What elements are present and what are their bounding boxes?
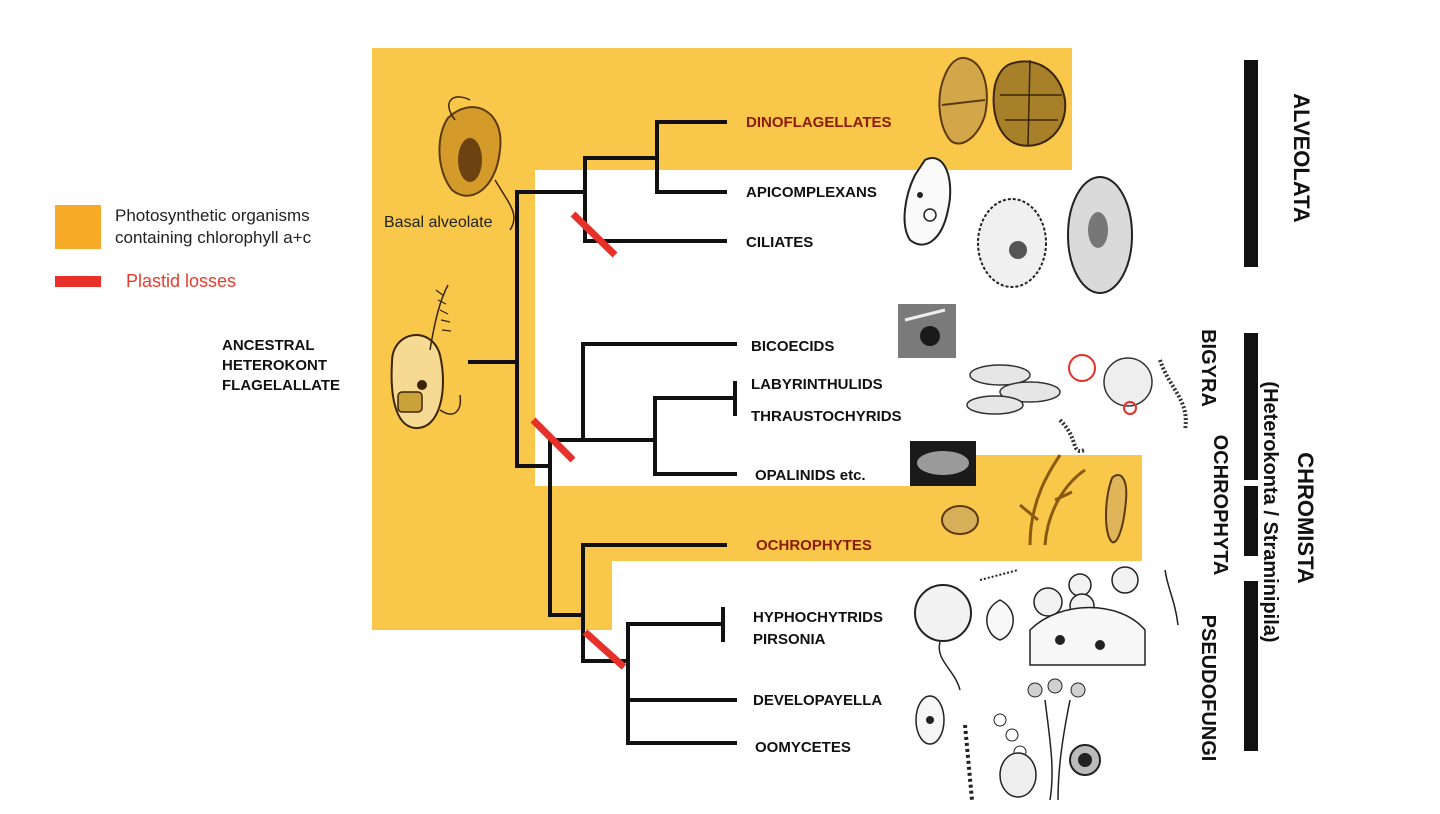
ancestor-label: ANCESTRAL HETEROKONT FLAGELALLATE — [222, 337, 340, 394]
group-chromista: CHROMISTA — [1293, 452, 1318, 584]
bicoecid-photo — [898, 304, 956, 358]
taxon-dinoflagellates: DINOFLAGELLATES — [746, 114, 892, 131]
bigyra-bracket — [1244, 333, 1258, 480]
pirsonia-illustration — [1029, 566, 1179, 666]
taxon-labyrinthulids: LABYRINTHULIDS — [751, 376, 883, 393]
taxon-bicoecids: BICOECIDS — [751, 338, 834, 355]
legend: Photosynthetic organisms containing chlo… — [55, 205, 312, 291]
developayella-illustration — [915, 695, 974, 801]
legend-photosynthetic-line1: Photosynthetic organisms — [115, 206, 310, 225]
taxon-thraustochyrids: THRAUSTOCHYRIDS — [751, 408, 902, 425]
hyphochytrid-illustration — [914, 569, 1019, 691]
basal-alveolate-label: Basal alveolate — [384, 214, 493, 231]
taxon-ochrophytes: OCHROPHYTES — [756, 537, 872, 554]
apicomplexan-illustration — [903, 157, 952, 246]
plastid-loss-markers — [530, 211, 627, 670]
taxon-apicomplexans: APICOMPLEXANS — [746, 184, 877, 201]
taxon-hyphochytrids: HYPHOCHYTRIDS — [753, 609, 883, 626]
group-bigyra: BIGYRA — [1197, 329, 1219, 407]
ancestor-line2: HETEROKONT — [222, 357, 327, 374]
alveolata-bracket — [1244, 60, 1258, 267]
taxon-ciliates: CILIATES — [746, 234, 813, 251]
plastid-loss-marker-ciliates — [570, 211, 618, 258]
group-brackets — [1244, 60, 1258, 751]
taxon-opalinids: OPALINIDS etc. — [755, 467, 866, 484]
plastid-loss-marker-pseudofungi — [582, 629, 627, 670]
oomycete-illustration — [993, 678, 1101, 801]
legend-photosynthetic-line2: containing chlorophyll a+c — [115, 228, 312, 247]
heterokont-flagellate-illustration — [390, 284, 462, 430]
ancestor-line1: ANCESTRAL — [222, 337, 315, 354]
ochrophyta-bracket — [1244, 486, 1258, 556]
group-pseudofungi: PSEUDOFUNGI — [1197, 615, 1219, 762]
group-chromista-sub: (Heterokonta / Straminipila) — [1259, 381, 1281, 642]
labyrinthulid-illustration — [966, 354, 1188, 453]
ciliate-illustration — [977, 176, 1133, 294]
dinoflagellate-illustration — [938, 56, 1067, 147]
taxon-oomycetes: OOMYCETES — [755, 739, 851, 756]
group-alveolata: ALVEOLATA — [1289, 93, 1314, 223]
basal-alveolate-illustration — [438, 96, 515, 231]
plastid-loss-legend-swatch — [55, 276, 101, 287]
opalinid-photo — [910, 441, 976, 486]
group-ochrophyta: OCHROPHYTA — [1209, 435, 1231, 576]
pseudofungi-bracket — [1244, 581, 1258, 751]
plastid-loss-marker-bigyra — [530, 417, 576, 463]
taxon-pirsonia: PIRSONIA — [753, 631, 826, 648]
ochrophyte-illustration — [941, 454, 1128, 546]
taxon-developayella: DEVELOPAYELLA — [753, 692, 882, 709]
legend-plastid-losses: Plastid losses — [126, 271, 236, 291]
tree-branches — [468, 120, 737, 745]
taxon-labels: DINOFLAGELLATES APICOMPLEXANS CILIATES B… — [746, 114, 902, 756]
ancestor-line3: FLAGELALLATE — [222, 377, 340, 394]
photosynthetic-legend-swatch — [55, 205, 101, 249]
